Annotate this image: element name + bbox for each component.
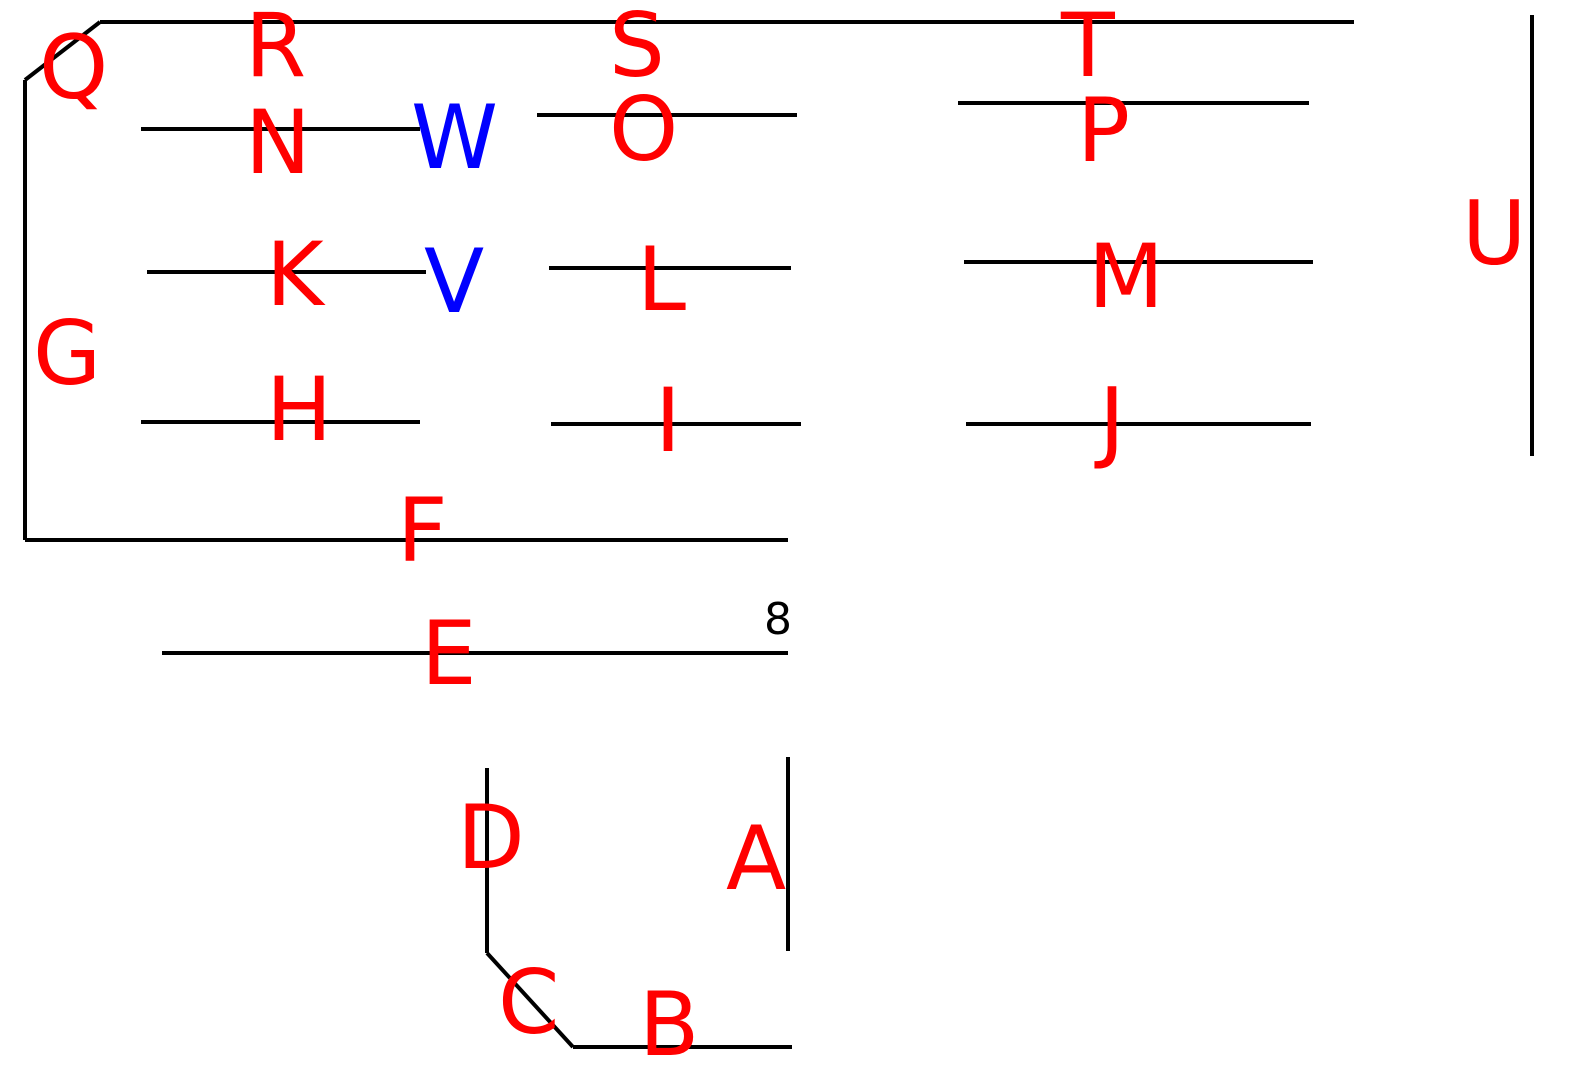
- label-e: E: [421, 602, 477, 705]
- point-labels: Q R S T N W O P U K V L M G H I J F E D …: [33, 0, 1526, 1068]
- label-l: L: [637, 228, 686, 331]
- line-segments: [23, 15, 1534, 1049]
- label-p: P: [1077, 79, 1130, 182]
- label-b: B: [639, 973, 699, 1068]
- label-w: W: [411, 86, 498, 189]
- label-r: R: [245, 0, 306, 97]
- label-g: G: [33, 302, 101, 405]
- label-d: D: [457, 786, 525, 889]
- number-label: 8: [764, 594, 792, 645]
- label-m: M: [1088, 225, 1164, 328]
- label-f: F: [397, 479, 448, 582]
- label-u: U: [1462, 182, 1526, 285]
- label-t: T: [1060, 0, 1116, 97]
- label-h: H: [266, 358, 332, 461]
- label-k: K: [266, 223, 326, 326]
- label-o: O: [609, 78, 678, 181]
- label-i: I: [655, 369, 681, 472]
- label-c: C: [498, 951, 559, 1054]
- segment-q-diagonal: [23, 20, 102, 82]
- label-v: V: [424, 230, 484, 333]
- label-s: S: [609, 0, 665, 97]
- label-j: J: [1094, 369, 1125, 472]
- label-q: Q: [39, 16, 108, 119]
- label-n: N: [245, 91, 311, 194]
- segment-c-diagonal: [485, 951, 575, 1049]
- label-a: A: [726, 807, 786, 910]
